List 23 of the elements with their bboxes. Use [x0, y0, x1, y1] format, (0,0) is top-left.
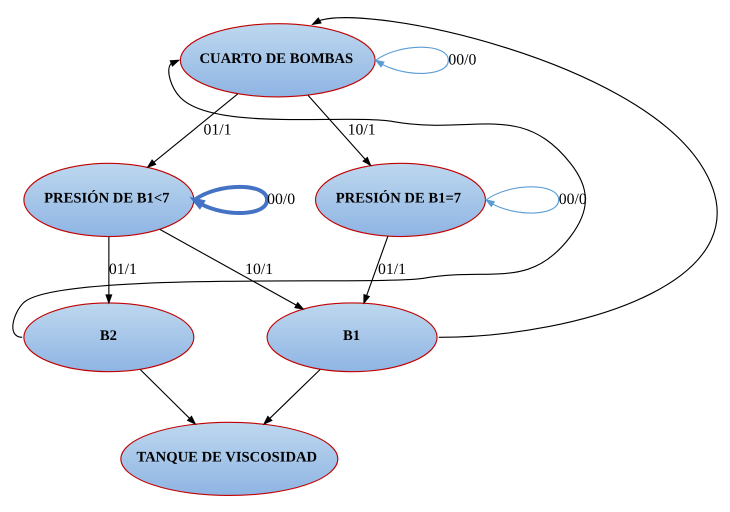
node-ellipse: PRESIÓN DE B1=7 — [314, 162, 486, 237]
node-ellipse: B2 — [23, 302, 194, 372]
edge-label: 10/1 — [245, 260, 274, 278]
node-ellipse: CUARTO DE BOMBAS — [180, 22, 376, 97]
edge-label: 01/1 — [204, 120, 232, 138]
arrow — [311, 16, 718, 338]
edge-label: 10/1 — [348, 120, 376, 138]
edge-label: 01/1 — [108, 260, 137, 278]
arrow — [12, 59, 586, 338]
arrow — [363, 236, 388, 304]
arrow — [140, 368, 196, 425]
node-ellipse: PRESIÓN DE B1<7 — [23, 162, 194, 237]
edge-label: 00/0 — [448, 50, 476, 68]
arrow — [189, 184, 270, 214]
arrow — [105, 236, 112, 304]
arrow — [374, 46, 449, 74]
arrow — [160, 228, 305, 310]
arrow — [262, 368, 321, 425]
arrow — [146, 93, 238, 168]
edge-label: 01/1 — [378, 260, 406, 278]
node-ellipse: TANQUE DE VISCOSIDAD — [120, 421, 338, 496]
arrow — [308, 94, 372, 166]
arrow — [484, 186, 560, 214]
